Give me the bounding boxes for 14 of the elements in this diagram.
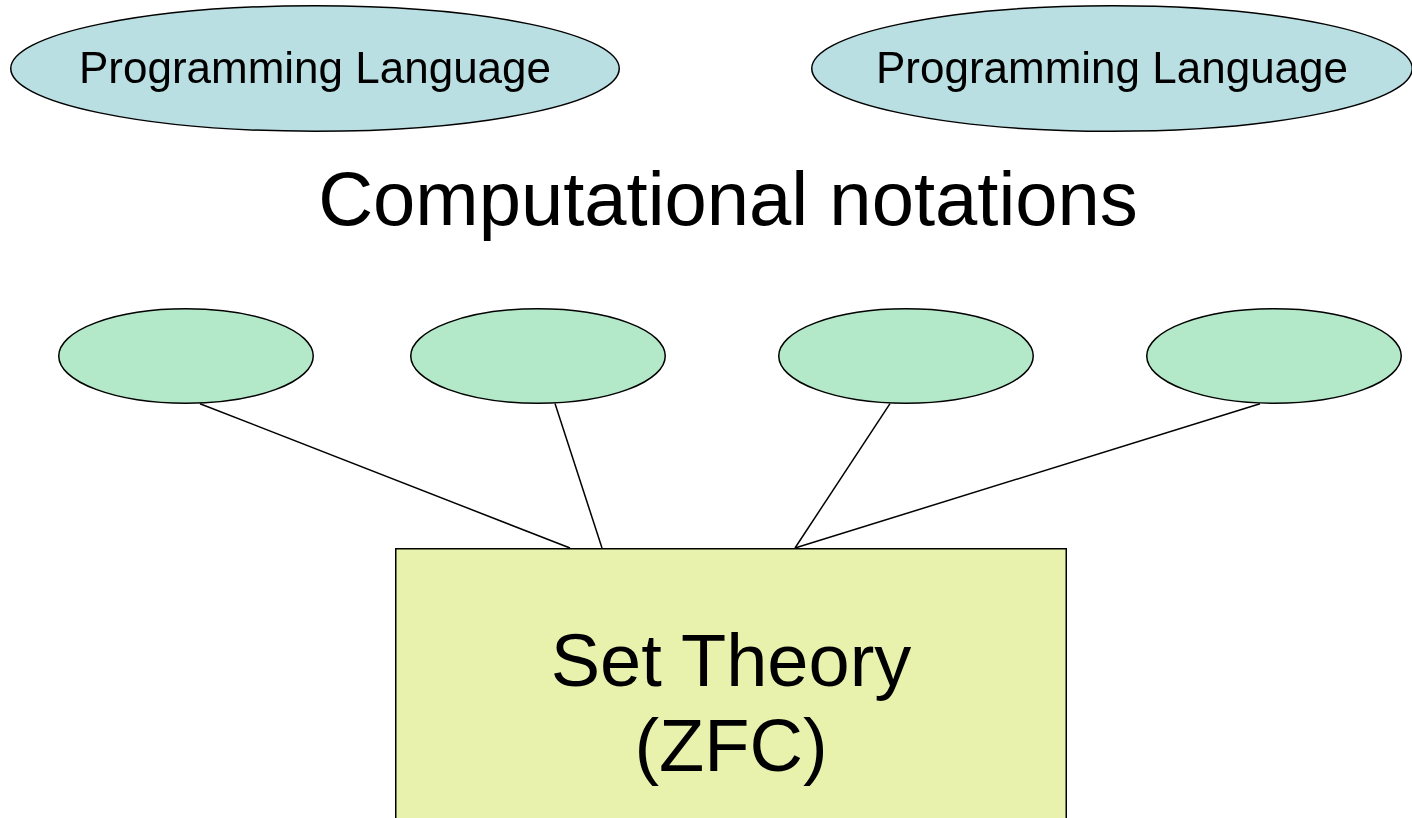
ellipse-node [410,308,666,404]
node-label: Programming Language [78,43,552,94]
ellipse-node [58,308,314,404]
process-box [395,548,1067,818]
ellipse-node [778,308,1034,404]
title-text: Computational notations [318,154,1138,242]
ellipse-node [10,5,620,132]
node-label: Set Theory (ZFC) [549,618,913,789]
node-label: Programming Language [875,43,1349,94]
connector-line [794,402,891,549]
ellipse-node [1146,308,1402,404]
connector-line [554,402,603,549]
connector-line [199,402,571,549]
connector-line [794,402,1261,549]
